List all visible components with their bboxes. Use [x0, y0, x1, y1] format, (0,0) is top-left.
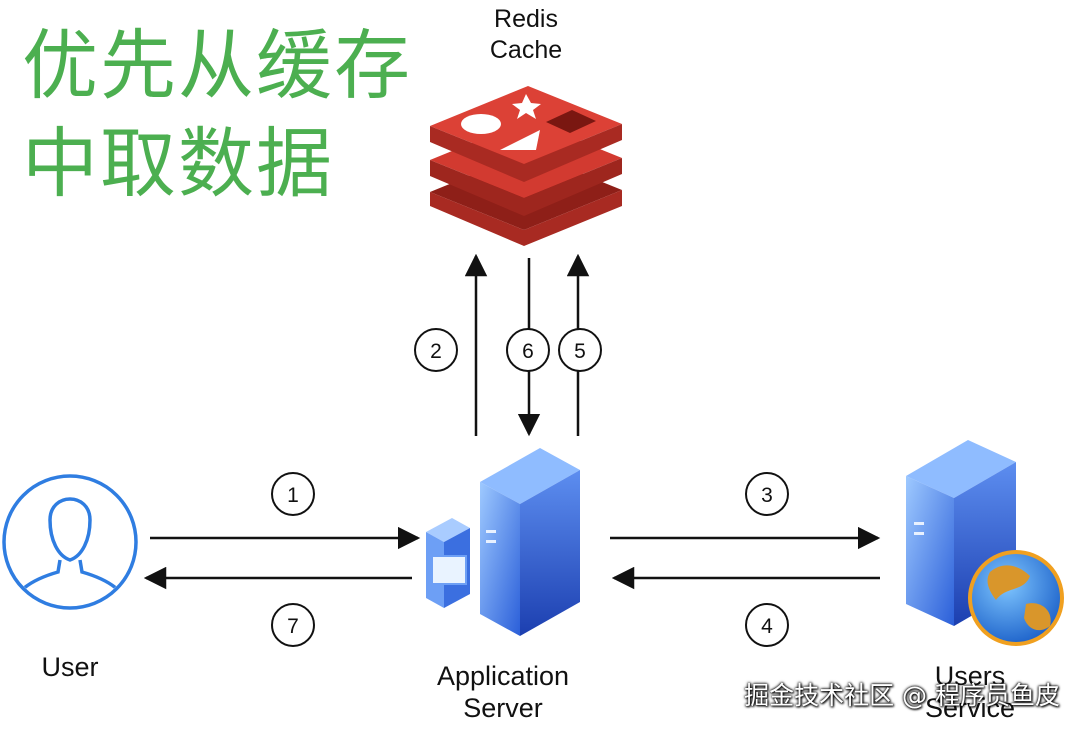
redis-cache-label: Redis Cache [466, 4, 586, 66]
svg-text:6: 6 [522, 340, 534, 363]
users-service-label: Users Service [900, 660, 1040, 724]
application-server-label: Application Server [413, 660, 593, 724]
step-badge-2: 2 [414, 328, 458, 372]
app-label-line-2: Server [463, 693, 543, 723]
svg-text:4: 4 [761, 615, 773, 638]
step-badge-4: 4 [745, 603, 789, 647]
users-label-line-1: Users [934, 661, 1006, 691]
redis-label-line-1: Redis [494, 5, 558, 33]
svg-text:5: 5 [574, 340, 586, 363]
user-label: User [41, 652, 99, 682]
application-server-icon [426, 448, 580, 636]
users-label-line-2: Service [924, 693, 1016, 723]
step-badge-3: 3 [745, 472, 789, 516]
svg-text:1: 1 [287, 484, 299, 507]
svg-text:2: 2 [430, 340, 442, 363]
watermark: 掘金技术社区 @ 程序员鱼皮 [744, 681, 1060, 710]
redis-label-line-2: Cache [489, 36, 563, 64]
redis-logo-icon [430, 86, 622, 246]
app-label-line-1: Application [436, 661, 570, 691]
step-badge-5: 5 [558, 328, 602, 372]
step-badge-7: 7 [271, 603, 315, 647]
headline-line-1: 优先从缓存 [22, 21, 412, 110]
step-badge-6: 6 [506, 328, 550, 372]
globe-icon [968, 550, 1064, 646]
svg-text:7: 7 [287, 615, 299, 638]
svg-text:3: 3 [761, 484, 773, 507]
step-badge-1: 1 [271, 472, 315, 516]
user-avatar-icon [2, 474, 138, 610]
headline-line-2: 中取数据 [22, 119, 334, 208]
